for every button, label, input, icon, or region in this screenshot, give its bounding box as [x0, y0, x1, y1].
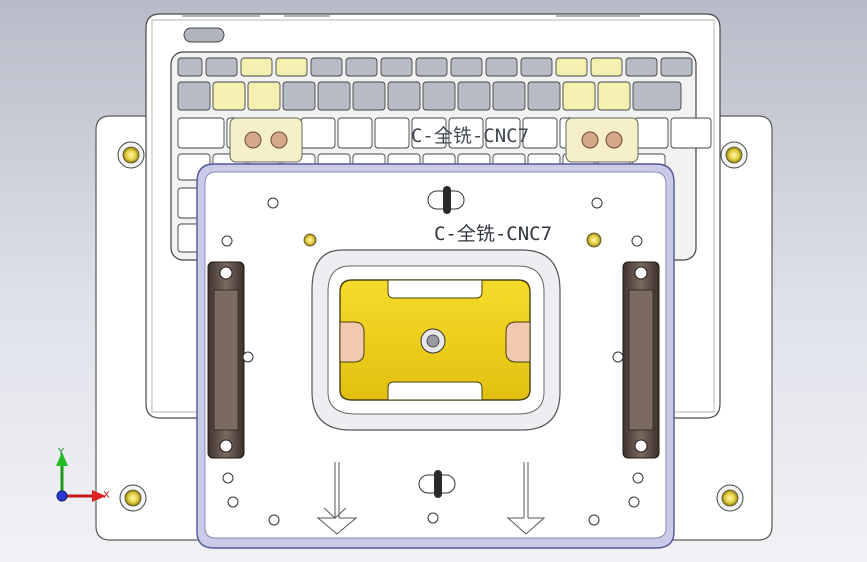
dowel-pin-left — [303, 233, 317, 247]
insert-relief-top — [387, 279, 483, 299]
keycap — [522, 117, 558, 149]
mounting-hole — [588, 514, 600, 526]
keyboard-clip-left — [229, 117, 303, 163]
keycap — [177, 81, 211, 111]
keycap — [205, 57, 238, 77]
mounting-hole — [227, 496, 239, 508]
base-locating-pin-tr — [720, 141, 748, 169]
keycap — [625, 57, 658, 77]
mounting-hole — [631, 235, 643, 247]
keycap — [590, 57, 623, 77]
keycap — [450, 57, 483, 77]
keycap — [520, 57, 553, 77]
mounting-holes — [221, 197, 644, 526]
mounting-hole — [612, 351, 624, 363]
keycap — [247, 81, 281, 111]
keycap — [527, 81, 561, 111]
mounting-hole — [242, 351, 254, 363]
mounting-hole — [591, 197, 603, 209]
mounting-hole — [268, 514, 280, 526]
keycap — [660, 57, 693, 77]
mounting-hole — [267, 197, 279, 209]
keycap — [415, 57, 448, 77]
mounting-hole — [221, 235, 233, 247]
keycap — [485, 117, 521, 149]
base-locating-pin-br — [716, 484, 744, 512]
keycap — [562, 81, 596, 111]
keycap — [374, 117, 410, 149]
keycap — [633, 117, 669, 149]
mounting-hole — [222, 472, 234, 484]
side-clamp-right — [622, 261, 660, 459]
slotted-fastener-bottom — [418, 470, 456, 498]
keycap — [352, 81, 386, 111]
side-clamp-left — [207, 261, 245, 459]
base-locating-pin-bl — [119, 484, 147, 512]
keycap — [670, 117, 712, 149]
keycap — [310, 57, 343, 77]
keycap — [345, 57, 378, 77]
base-locating-pin-tl — [117, 141, 145, 169]
keycap — [380, 57, 413, 77]
keycap — [555, 57, 588, 77]
part-mark-front: C-全铣-CNC7 — [434, 223, 552, 245]
keycap — [597, 81, 631, 111]
keycap — [240, 57, 273, 77]
keycap — [275, 57, 308, 77]
insert-relief-left — [339, 321, 365, 363]
y-axis-label: Y — [57, 447, 65, 458]
keycap — [411, 117, 447, 149]
keycap — [422, 81, 456, 111]
keycap — [177, 57, 203, 77]
camera-slot — [183, 27, 225, 43]
keycap — [457, 81, 491, 111]
x-axis-label: X — [103, 490, 110, 501]
insert-relief-bottom — [387, 381, 483, 401]
slotted-fastener-top — [427, 186, 465, 214]
direction-arrow-right — [506, 462, 546, 535]
direction-arrow-left — [316, 462, 358, 535]
mounting-hole — [427, 512, 439, 524]
keycap — [282, 81, 316, 111]
keycap — [317, 81, 351, 111]
keycap — [177, 117, 225, 149]
part-mark-back: C-全铣-CNC7 — [411, 125, 529, 147]
dowel-pin-right — [586, 232, 602, 248]
mounting-hole — [632, 472, 644, 484]
coordinate-triad: Y X — [56, 447, 110, 502]
keycap — [387, 81, 421, 111]
insert-relief-right — [505, 321, 531, 363]
keycap — [485, 57, 518, 77]
mounting-hole — [628, 496, 640, 508]
keycap — [492, 81, 526, 111]
keycap — [632, 81, 682, 111]
insert-center-pin — [420, 328, 446, 354]
keyboard-clip-right — [565, 117, 639, 163]
keycap — [337, 117, 373, 149]
keycap — [300, 117, 336, 149]
keycap — [448, 117, 484, 149]
keycap — [212, 81, 246, 111]
